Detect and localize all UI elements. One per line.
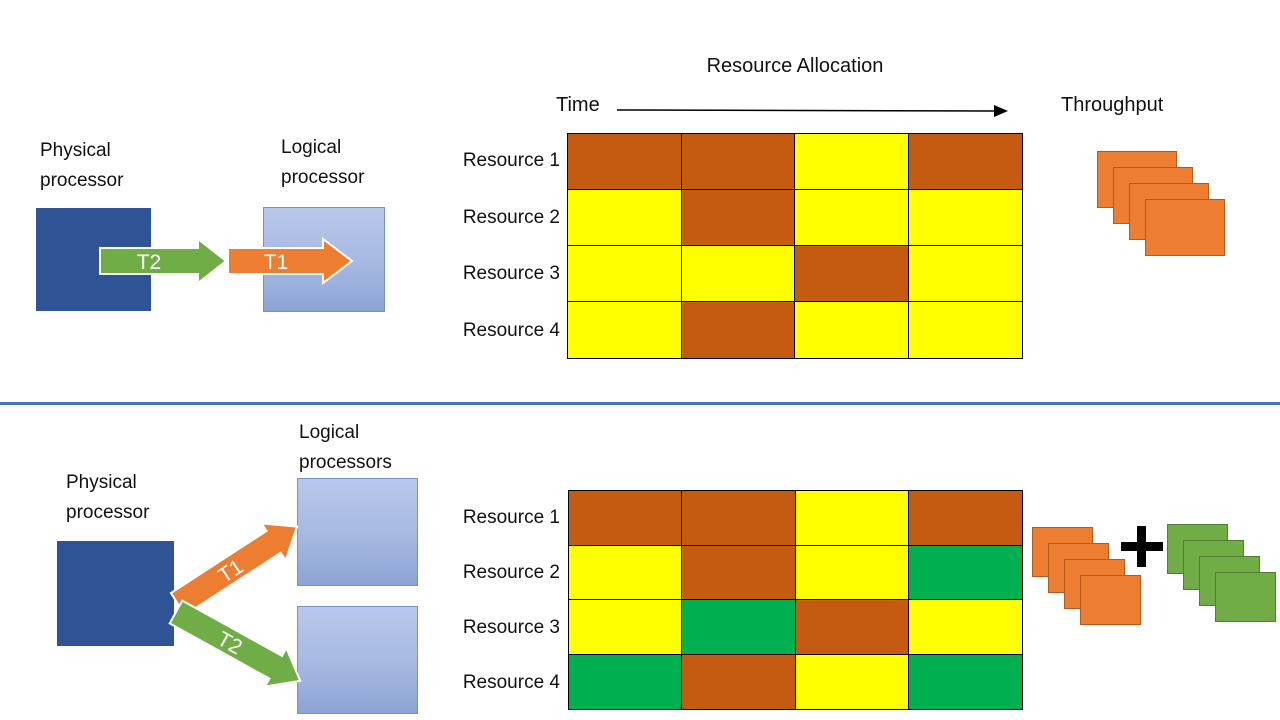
bottom-grid-row-labels: Resource 1 Resource 2 Resource 3 Resource 4: [430, 490, 560, 710]
plus-vertical-bar: [1137, 526, 1146, 567]
time-axis-label: Time: [556, 94, 600, 116]
bottom-physical-processor-label: Physical processor: [66, 472, 150, 523]
grid-row-label: Resource 4: [462, 672, 560, 693]
grid-cell-idle: [908, 302, 1022, 358]
grid-cell-idle: [568, 302, 682, 358]
throughput-square-T1: [1080, 575, 1141, 625]
grid-row-label: Resource 1: [462, 150, 560, 171]
bottom-t1-arrow-label: T1: [214, 555, 247, 588]
top-logical-processor-square: [263, 207, 385, 312]
bottom-logical-processor-square-2: [297, 606, 418, 714]
grid-cell-T2: [569, 654, 683, 709]
bottom-logical-processor-square-1: [297, 478, 418, 586]
bottom-resource-grid: [568, 490, 1023, 710]
grid-cell-idle: [795, 190, 909, 246]
grid-cell-idle: [795, 545, 909, 600]
throughput-label: Throughput: [1061, 94, 1164, 116]
grid-cell-T1: [681, 302, 795, 358]
grid-cell-T1: [908, 491, 1022, 546]
plus-icon: [1121, 526, 1163, 567]
grid-cell-T1: [569, 491, 683, 546]
grid-cell-T1: [908, 134, 1022, 190]
top-logical-processor-label: Logical processor: [281, 137, 365, 188]
grid-row-label: Resource 3: [462, 617, 560, 638]
grid-cell-T2: [682, 600, 796, 655]
grid-cell-idle: [569, 545, 683, 600]
top-physical-processor-square: [36, 208, 151, 311]
grid-cell-idle: [568, 246, 682, 302]
grid-cell-idle: [908, 246, 1022, 302]
top-physical-processor-label: Physical processor: [40, 140, 124, 191]
bottom-t2-arrow-label: T2: [213, 627, 246, 659]
grid-cell-idle: [681, 246, 795, 302]
grid-cell-idle: [795, 491, 909, 546]
top-throughput-stack-t1: [1097, 151, 1225, 256]
grid-cell-idle: [908, 190, 1022, 246]
grid-cell-T1: [682, 654, 796, 709]
grid-cell-idle: [795, 134, 909, 190]
top-grid-row-labels: Resource 1 Resource 2 Resource 3 Resource 4: [430, 133, 560, 359]
grid-cell-T1: [681, 190, 795, 246]
grid-row-label: Resource 3: [462, 263, 560, 284]
grid-cell-T1: [681, 134, 795, 190]
bottom-throughput-stack-t1: [1032, 527, 1141, 625]
grid-cell-idle: [795, 654, 909, 709]
bottom-t2-arrow: T2: [168, 599, 302, 688]
grid-row-label: Resource 2: [462, 562, 560, 583]
section-divider-line: [0, 402, 1280, 405]
top-resource-grid: [567, 133, 1023, 359]
grid-row-label: Resource 1: [462, 507, 560, 528]
grid-cell-idle: [795, 302, 909, 358]
throughput-square-T1: [1145, 199, 1225, 256]
grid-cell-T1: [795, 600, 909, 655]
grid-cell-T1: [682, 545, 796, 600]
grid-cell-T1: [682, 491, 796, 546]
grid-cell-T1: [568, 134, 682, 190]
grid-cell-T2: [908, 545, 1022, 600]
bottom-throughput-stack-t2: [1167, 524, 1276, 622]
bottom-t1-arrow: T1: [169, 522, 299, 617]
bottom-logical-processors-label: Logical processors: [299, 422, 392, 473]
grid-cell-T2: [908, 654, 1022, 709]
bottom-physical-processor-square: [57, 541, 174, 646]
grid-cell-T1: [795, 246, 909, 302]
resource-allocation-title: Resource Allocation: [706, 55, 884, 77]
grid-row-label: Resource 4: [462, 319, 560, 341]
throughput-square-T2: [1215, 572, 1276, 622]
grid-cell-idle: [569, 600, 683, 655]
time-arrow: [616, 105, 1008, 117]
grid-cell-idle: [908, 600, 1022, 655]
grid-row-label: Resource 2: [462, 206, 560, 228]
grid-cell-idle: [568, 190, 682, 246]
